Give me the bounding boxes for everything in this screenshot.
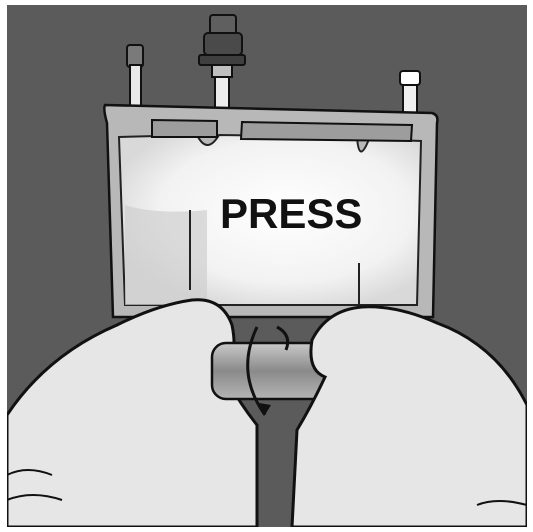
bag-liquid-left <box>125 205 207 305</box>
left-glove-hand <box>7 300 257 527</box>
right-glove-hand <box>292 307 527 527</box>
press-instruction-label: PRESS <box>220 193 362 235</box>
bag-illustration <box>7 5 527 527</box>
illustration-panel: PRESS <box>7 5 527 527</box>
